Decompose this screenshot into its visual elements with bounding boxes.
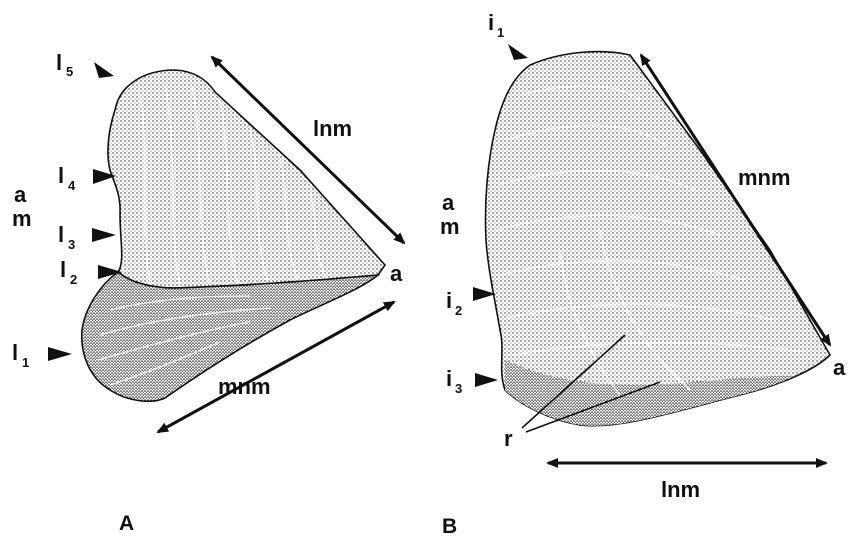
- marker-i1-sub: 1: [497, 25, 504, 40]
- panel-a-letter: A: [119, 512, 134, 535]
- marker-l5-label: l: [56, 50, 62, 75]
- marker-l1-arrowhead: [48, 347, 72, 361]
- marker-i1-label: i: [488, 10, 494, 35]
- marker-i3-label: i: [446, 366, 452, 391]
- label-lnm-a: lnm: [313, 116, 352, 141]
- marker-i3: i 3: [446, 366, 498, 396]
- marker-l1-sub: 1: [22, 355, 29, 370]
- marker-l2-sub: 2: [70, 272, 77, 287]
- marker-l3-arrowhead: [92, 228, 116, 242]
- panel-b: mnm lnm a a m i 1 i 2 i 3 r B: [440, 10, 846, 538]
- label-axis-a-top: a: [14, 182, 27, 207]
- panel-a: lnm mnm a a m l 5 l 4 l 3 l 2 l 1: [12, 50, 404, 535]
- marker-i1: i 1: [488, 10, 528, 60]
- label-mnm-b: mnm: [738, 165, 791, 190]
- panel-b-letter: B: [442, 515, 457, 538]
- label-r: r: [504, 426, 513, 451]
- label-lnm-b: lnm: [661, 477, 700, 502]
- marker-l5: l 5: [56, 50, 114, 79]
- marker-l3-sub: 3: [68, 237, 75, 252]
- marker-i3-arrowhead: [475, 373, 498, 387]
- scale-b-drawing: [485, 52, 830, 426]
- marker-i1-arrowhead: [508, 44, 528, 60]
- marker-l3: l 3: [58, 222, 116, 252]
- marker-i2: i 2: [446, 287, 496, 318]
- marker-l4: l 4: [58, 163, 116, 193]
- scale-b-body: [485, 52, 830, 426]
- marker-i2-sub: 2: [455, 303, 462, 318]
- marker-i2-label: i: [446, 288, 452, 313]
- marker-l5-arrowhead: [94, 62, 114, 78]
- marker-i3-sub: 3: [455, 381, 462, 396]
- label-mnm-a: mnm: [218, 374, 271, 399]
- label-apex-a: a: [390, 261, 403, 286]
- marker-l5-sub: 5: [66, 64, 73, 79]
- scale-a-upper-lobe: [108, 70, 385, 288]
- marker-l3-label: l: [58, 222, 64, 247]
- marker-l4-label: l: [58, 163, 64, 188]
- label-axis-b-top: a: [442, 190, 455, 215]
- marker-l4-sub: 4: [68, 178, 76, 193]
- label-axis-a-bottom: m: [12, 206, 32, 231]
- label-apex-b: a: [833, 355, 846, 380]
- marker-l2-label: l: [60, 257, 66, 282]
- marker-l1: l 1: [12, 340, 72, 370]
- label-axis-b-bottom: m: [440, 214, 460, 239]
- marker-l1-label: l: [12, 340, 18, 365]
